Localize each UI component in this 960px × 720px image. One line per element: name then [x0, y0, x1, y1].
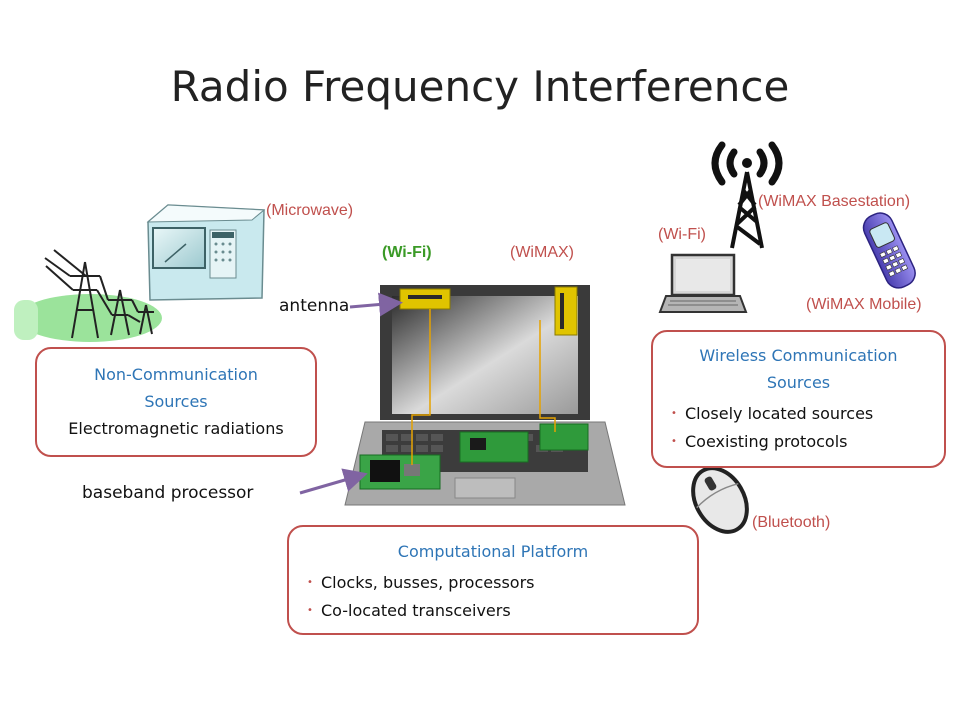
non-communication-box: Non-Communication Sources Electromagneti…	[35, 347, 317, 457]
microwave-label: (Microwave)	[266, 202, 354, 219]
baseband-label: baseband processor	[82, 483, 254, 503]
computational-list: Clocks, busses, processors Co-located tr…	[289, 569, 697, 625]
mouse-icon	[691, 466, 749, 534]
wifi-laptop-label: (Wi-Fi)	[382, 244, 432, 261]
cell-phone-icon	[862, 212, 916, 289]
wireless-communication-box: Wireless Communication Sources Closely l…	[651, 330, 946, 468]
computational-platform-box: Computational Platform Clocks, busses, p…	[287, 525, 699, 635]
non-communication-title-line2: Sources	[144, 392, 208, 411]
bluetooth-label: (Bluetooth)	[752, 514, 831, 531]
laptop-icon	[344, 285, 626, 506]
list-item: Clocks, busses, processors	[307, 569, 697, 597]
radio-tower-icon	[711, 141, 783, 249]
microwave-icon	[146, 204, 266, 301]
wimax-basestation-label: (WiMAX Basestation)	[758, 193, 911, 210]
wimax-laptop-label: (WiMAX)	[510, 244, 574, 261]
wimax-mobile-label: (WiMAX Mobile)	[806, 296, 922, 313]
list-item: Co-located transceivers	[307, 597, 697, 625]
wireless-title-line2: Sources	[766, 373, 831, 392]
non-communication-title-line1: Non-Communication	[94, 365, 258, 384]
baseband-arrow	[299, 468, 368, 495]
antenna-arrow	[349, 292, 403, 317]
wireless-list: Closely located sources Coexisting proto…	[653, 400, 944, 456]
list-item: Coexisting protocols	[671, 428, 944, 456]
computational-title: Computational Platform	[397, 542, 589, 561]
non-communication-body: Electromagnetic radiations	[68, 419, 284, 438]
list-item: Closely located sources	[671, 400, 944, 428]
page-title: Radio Frequency Interference	[170, 62, 790, 111]
small-laptop-icon	[658, 253, 748, 313]
power-lines-icon	[14, 249, 162, 342]
wireless-title-line1: Wireless Communication	[699, 346, 898, 365]
antenna-label: antenna	[279, 296, 350, 316]
wifi-remote-label: (Wi-Fi)	[658, 226, 706, 243]
